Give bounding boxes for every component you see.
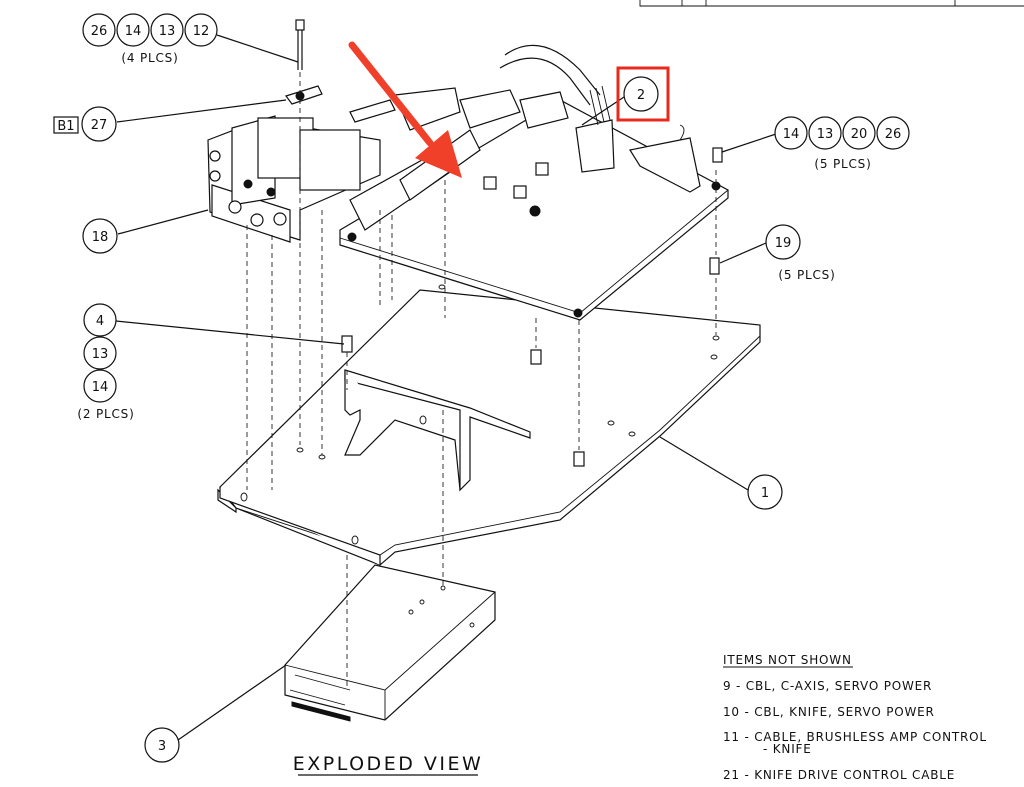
title-block-fragment bbox=[639, 0, 1024, 7]
balloon-13: 13 bbox=[150, 13, 184, 47]
svg-text:EXPLODED VIEW: EXPLODED VIEW bbox=[293, 753, 484, 775]
annotation-arrow bbox=[348, 41, 462, 178]
item-line: 21 - KNIFE DRIVE CONTROL CABLE bbox=[723, 768, 955, 782]
balloon-18: 18 bbox=[82, 218, 118, 254]
item-line: 10 - CBL, KNIFE, SERVO POWER bbox=[723, 705, 935, 719]
flag-b1: B1 bbox=[53, 116, 79, 134]
balloon-20: 20 bbox=[842, 116, 876, 150]
items-not-shown-heading: ITEMS NOT SHOWN bbox=[723, 653, 852, 667]
balloon-13: 13 bbox=[83, 336, 117, 370]
balloon-27: 27 bbox=[81, 106, 117, 142]
svg-text:14: 14 bbox=[92, 380, 109, 395]
item-line: 9 - CBL, C-AXIS, SERVO POWER bbox=[723, 679, 932, 693]
fasteners bbox=[285, 19, 723, 467]
qty-note-left-mid: (2 PLCS) bbox=[77, 407, 134, 421]
svg-text:3: 3 bbox=[158, 739, 166, 754]
valve-manifold bbox=[207, 115, 381, 243]
view-title: EXPLODED VIEW bbox=[293, 753, 484, 776]
svg-text:27: 27 bbox=[91, 118, 108, 133]
item-line: 11 - CABLE, BRUSHLESS AMP CONTROL bbox=[723, 730, 987, 744]
balloon-13: 13 bbox=[808, 116, 842, 150]
svg-text:13: 13 bbox=[159, 24, 176, 39]
svg-text:26: 26 bbox=[91, 24, 108, 39]
svg-text:2: 2 bbox=[637, 88, 645, 103]
leader-lines bbox=[115, 34, 777, 741]
qty-note-standoffs: (5 PLCS) bbox=[778, 268, 835, 282]
items-not-shown: ITEMS NOT SHOWN 9 - CBL, C-AXIS, SERVO P… bbox=[723, 653, 987, 782]
base-plate bbox=[217, 284, 761, 566]
qty-note-top-left: (4 PLCS) bbox=[121, 51, 178, 65]
balloon-group: 26 14 13 12 27 18 4 13 bbox=[81, 13, 910, 763]
balloon-12: 12 bbox=[184, 13, 218, 47]
svg-text:20: 20 bbox=[851, 127, 868, 142]
svg-text:26: 26 bbox=[885, 127, 902, 142]
qty-note-right-top: (5 PLCS) bbox=[814, 157, 871, 171]
item-line-continued: - KNIFE bbox=[763, 742, 812, 756]
svg-text:13: 13 bbox=[92, 347, 109, 362]
balloon-14: 14 bbox=[116, 13, 150, 47]
highlight-box bbox=[616, 66, 670, 122]
balloon-26: 26 bbox=[82, 13, 116, 47]
svg-text:4: 4 bbox=[96, 314, 104, 329]
svg-text:1: 1 bbox=[761, 486, 769, 501]
svg-text:14: 14 bbox=[125, 24, 142, 39]
balloon-1: 1 bbox=[747, 474, 783, 510]
balloon-26: 26 bbox=[876, 116, 910, 150]
svg-text:B1: B1 bbox=[57, 119, 74, 134]
balloon-2: 2 bbox=[623, 76, 659, 112]
balloon-4: 4 bbox=[83, 303, 117, 337]
svg-text:13: 13 bbox=[817, 127, 834, 142]
amplifier-module bbox=[284, 564, 496, 722]
svg-text:14: 14 bbox=[783, 127, 800, 142]
balloon-14: 14 bbox=[83, 369, 117, 403]
balloon-14: 14 bbox=[774, 116, 808, 150]
circuit-board bbox=[339, 99, 729, 321]
svg-text:12: 12 bbox=[193, 24, 210, 39]
svg-text:19: 19 bbox=[775, 236, 792, 251]
assembly-lines bbox=[246, 72, 717, 690]
svg-text:18: 18 bbox=[92, 230, 109, 245]
balloon-3: 3 bbox=[144, 727, 180, 763]
balloon-19: 19 bbox=[765, 224, 801, 260]
